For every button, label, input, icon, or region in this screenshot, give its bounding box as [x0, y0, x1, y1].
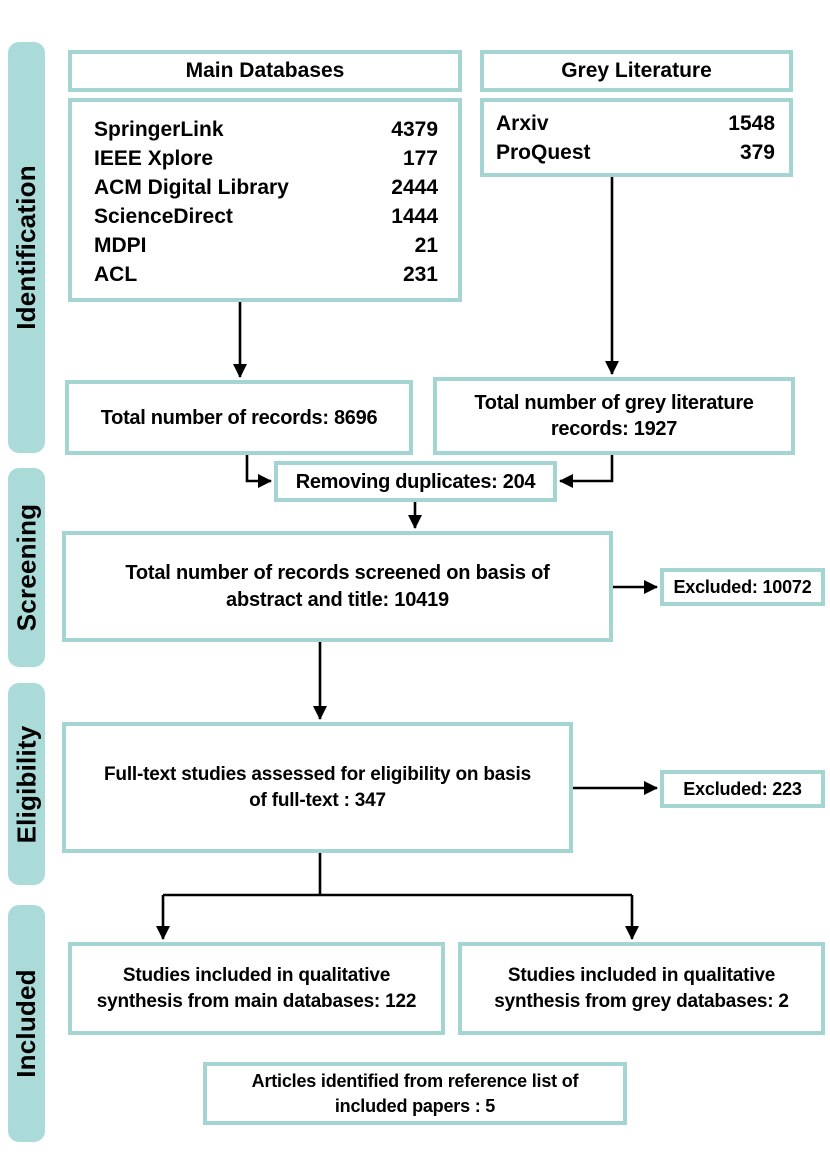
source-count: 1444 — [391, 205, 438, 228]
source-name: IEEE Xplore — [94, 147, 214, 170]
included-grey-box: Studies included in qualitative synthesi… — [458, 942, 825, 1035]
source-row: ACL 231 — [72, 260, 458, 289]
source-name: ACL — [94, 263, 138, 286]
source-name: SpringerLink — [94, 118, 224, 141]
included-main-box: Studies included in qualitative synthesi… — [68, 942, 445, 1035]
stage-bar-identification: Identification — [8, 42, 45, 453]
source-row: ScienceDirect 1444 — [72, 202, 458, 231]
total-main-records-label: Total number of records: 8696 — [100, 406, 378, 429]
records-screened-label: Total number of records screened on basi… — [125, 561, 550, 611]
included-main-label: Studies included in qualitative synthesi… — [96, 964, 417, 1012]
eligibility-excluded-label: Excluded: 223 — [683, 778, 802, 799]
grey-literature-list-box: Arxiv 1548 ProQuest 379 — [480, 98, 793, 177]
stage-label-included: Included — [11, 969, 41, 1078]
source-row: IEEE Xplore 177 — [72, 144, 458, 173]
source-count: 231 — [402, 263, 438, 286]
grey-literature-header-label: Grey Literature — [561, 59, 712, 82]
stage-label-screening: Screening — [11, 503, 42, 632]
eligibility-excluded-box: Excluded: 223 — [660, 770, 825, 808]
stage-label-eligibility: Eligibility — [11, 725, 42, 843]
included-grey-label: Studies included in qualitative synthesi… — [494, 964, 789, 1012]
source-name: ProQuest — [496, 141, 591, 164]
source-count: 2444 — [391, 176, 438, 199]
main-databases-header-box: Main Databases — [68, 50, 462, 92]
source-row: ACM Digital Library 2444 — [72, 173, 458, 202]
stage-label-identification: Identification — [11, 165, 42, 330]
records-screened-box: Total number of records screened on basi… — [62, 531, 613, 642]
source-row: ProQuest 379 — [484, 138, 789, 167]
main-databases-header-label: Main Databases — [185, 59, 345, 82]
source-row: MDPI 21 — [72, 231, 458, 260]
source-name: MDPI — [94, 234, 147, 257]
fulltext-assessed-box: Full-text studies assessed for eligibili… — [62, 722, 573, 853]
total-grey-records-box: Total number of grey literature records:… — [433, 377, 795, 455]
removing-duplicates-label: Removing duplicates: 204 — [295, 470, 536, 493]
reference-list-articles-box: Articles identified from reference list … — [203, 1062, 627, 1125]
source-count: 1548 — [728, 112, 775, 135]
source-row: SpringerLink 4379 — [72, 115, 458, 144]
total-grey-records-label: Total number of grey literature records:… — [474, 392, 754, 440]
main-databases-list-box: SpringerLink 4379 IEEE Xplore 177 ACM Di… — [68, 98, 462, 302]
screening-excluded-box: Excluded: 10072 — [660, 568, 825, 606]
source-name: Arxiv — [496, 112, 549, 135]
stage-bar-included: Included — [8, 905, 45, 1142]
stage-bar-screening: Screening — [8, 468, 45, 667]
fulltext-assessed-label: Full-text studies assessed for eligibili… — [104, 763, 531, 811]
source-count: 4379 — [391, 118, 438, 141]
source-count: 379 — [739, 141, 775, 164]
source-name: ScienceDirect — [94, 205, 233, 228]
arrow-total-main-to-duplicates — [245, 455, 272, 488]
reference-list-articles-label: Articles identified from reference list … — [251, 1071, 579, 1116]
grey-literature-header-box: Grey Literature — [480, 50, 793, 92]
source-count: 177 — [402, 147, 438, 170]
stage-bar-eligibility: Eligibility — [8, 683, 45, 885]
arrow-total-grey-to-duplicates — [559, 455, 614, 488]
source-count: 21 — [414, 234, 438, 257]
screening-excluded-label: Excluded: 10072 — [673, 576, 812, 597]
source-row: Arxiv 1548 — [484, 109, 789, 138]
removing-duplicates-box: Removing duplicates: 204 — [274, 461, 557, 502]
source-name: ACM Digital Library — [94, 176, 289, 199]
total-main-records-box: Total number of records: 8696 — [65, 380, 413, 455]
